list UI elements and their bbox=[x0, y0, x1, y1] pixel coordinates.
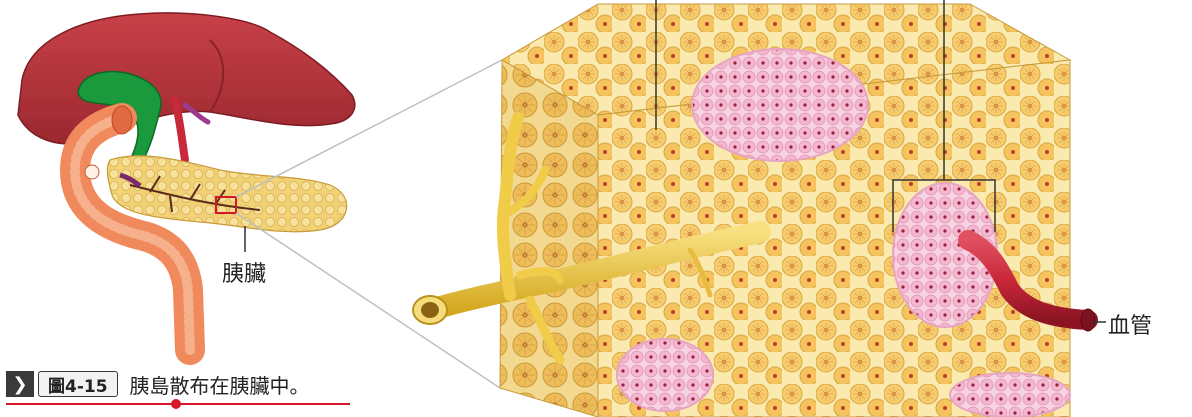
caption-underline-dot bbox=[171, 399, 181, 409]
blood-vessel-label: 血管 bbox=[1108, 314, 1153, 339]
blood-vessel bbox=[958, 230, 1098, 332]
pancreatic-duct bbox=[412, 112, 771, 365]
islet-bottom-right bbox=[949, 372, 1071, 417]
zoom-region-marker bbox=[215, 196, 237, 214]
block-front-face bbox=[597, 59, 1071, 417]
figure-caption: ❯ 圖4-15 胰島散布在胰臟中。 bbox=[6, 370, 310, 398]
islet-bottom-left bbox=[616, 338, 714, 412]
chevron-right-icon: ❯ bbox=[6, 371, 34, 397]
tissue-block bbox=[412, 0, 1106, 417]
block-side-face bbox=[499, 59, 599, 417]
caption-text: 胰島散布在胰臟中。 bbox=[129, 373, 310, 398]
liver bbox=[17, 12, 356, 145]
islet-top bbox=[691, 48, 869, 162]
organ-overview bbox=[17, 12, 503, 389]
islet-bracket bbox=[892, 0, 996, 232]
pancreas bbox=[106, 155, 348, 233]
pancreas-label: 胰臟 bbox=[222, 262, 267, 287]
figure-number-badge: 圖4-15 bbox=[38, 371, 118, 397]
